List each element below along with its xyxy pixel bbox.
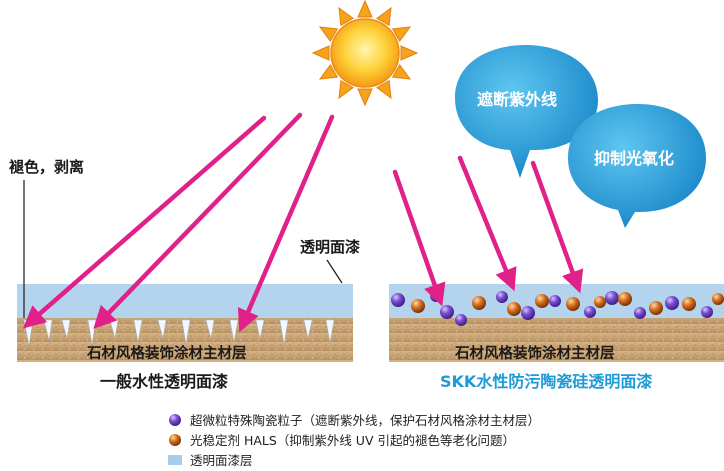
- uv-block-bubble-text: 遮断紫外线: [477, 90, 558, 109]
- particle-layer: [391, 290, 724, 326]
- clear-coat-callout-line: [326, 259, 343, 284]
- clear-coat-swatch-icon: [168, 454, 182, 465]
- hals-particle-icon: [169, 433, 181, 446]
- uv-arrows: [22, 112, 584, 333]
- fade-peel-label: 褪色，剥离: [9, 158, 85, 176]
- legend-text: 透明面漆层: [190, 453, 253, 468]
- anti-oxidation-bubble: [568, 104, 706, 228]
- hals-particles: [411, 292, 724, 316]
- legend-item-hals: 光稳定剂 HALS（抑制紫外线 UV 引起的褪色等老化问题）: [168, 430, 515, 449]
- uv-arrow: [530, 160, 584, 294]
- uv-arrow: [93, 112, 303, 329]
- uv-arrow: [22, 115, 267, 329]
- right-layer-label: 石材风格装饰涂材主材层: [455, 346, 615, 362]
- uv-arrow: [237, 114, 335, 333]
- ceramic-particle-icon: [169, 413, 181, 426]
- uv-block-bubble: [455, 45, 598, 178]
- left-layer-label: 石材风格装饰涂材主材层: [87, 346, 247, 362]
- clear-coat-label: 透明面漆: [300, 238, 361, 256]
- uv-arrow: [392, 169, 446, 307]
- legend-text: 光稳定剂 HALS（抑制紫外线 UV 引起的褪色等老化问题）: [190, 433, 515, 448]
- left-panel-title: 一般水性透明面漆: [100, 372, 229, 391]
- legend-item-ceramic: 超微粒特殊陶瓷粒子（遮断紫外线，保护石材风格涂材主材层）: [168, 410, 540, 429]
- right-panel-title: SKK水性防污陶瓷硅透明面漆: [440, 372, 653, 391]
- ceramic-particles: [391, 290, 713, 326]
- left-coating-panel: [17, 284, 353, 362]
- legend-item-clear-coat: 透明面漆层: [168, 450, 253, 469]
- sun-icon: [311, 0, 419, 107]
- uv-arrow: [457, 155, 517, 292]
- legend-text: 超微粒特殊陶瓷粒子（遮断紫外线，保护石材风格涂材主材层）: [190, 413, 541, 428]
- anti-oxidation-bubble-text: 抑制光氧化: [594, 149, 675, 168]
